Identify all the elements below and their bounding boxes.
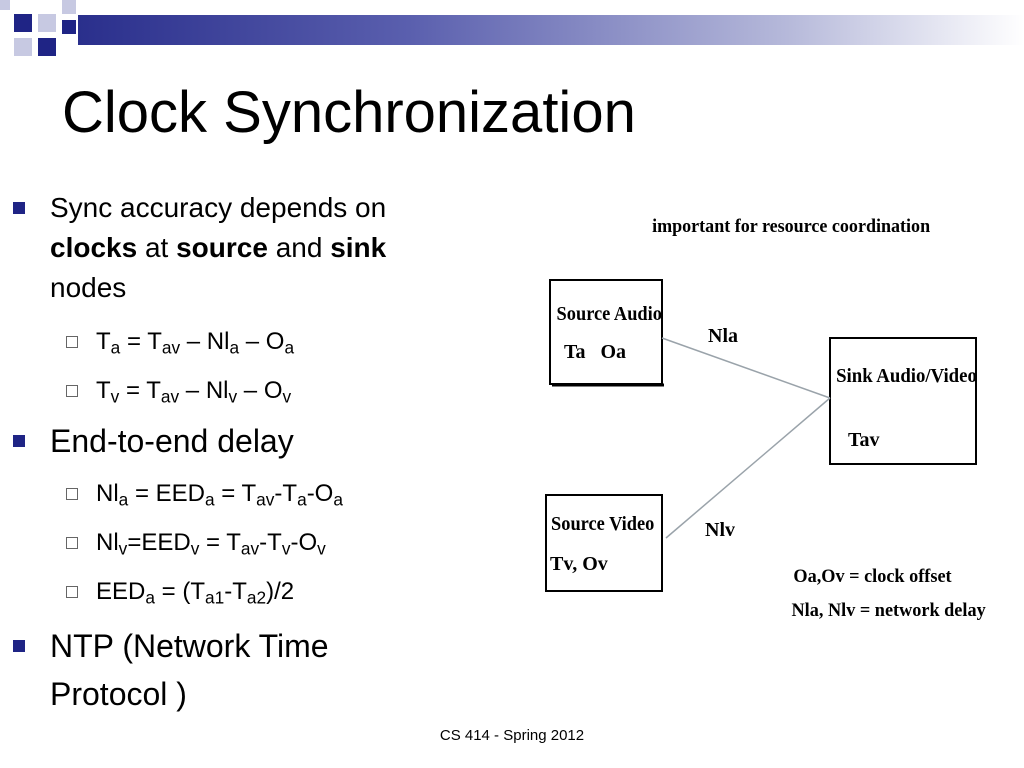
sub-bullet-nla-formula: Nla = EEDa = Tav-Ta-Oa: [66, 478, 343, 515]
f-sub: a: [284, 337, 295, 358]
f-nl: Nl: [96, 529, 119, 556]
bullet-end-to-end: End-to-end delay: [13, 417, 470, 465]
f-sub: a: [229, 337, 240, 358]
sub-bullet-nlv-formula: Nlv=EEDv = Tav-Tv-Ov: [66, 527, 326, 564]
text-and: and: [267, 232, 331, 263]
video-link-line: [665, 397, 831, 539]
f-eq: = T: [199, 529, 241, 556]
hollow-square-icon: [66, 385, 78, 397]
nlv-label: Nlv: [705, 519, 735, 541]
f-eq: = (T: [154, 578, 205, 605]
source-video-label: Source Video: [551, 513, 654, 535]
sub-bullet-eed-formula: EEDa = (Ta1-Ta2)/2: [66, 576, 295, 613]
bullet-square-icon: [13, 640, 25, 652]
sink-box: [829, 337, 977, 465]
f-sub: av: [160, 386, 180, 407]
bullet-text: NTP (Network Time: [50, 628, 329, 664]
f-nl: Nl: [96, 480, 119, 507]
f-sub: a: [145, 587, 155, 608]
f-sub: av: [256, 489, 275, 510]
f-t: -T: [259, 529, 282, 556]
sink-tav: Tav: [848, 429, 880, 451]
header-square-4: [14, 38, 32, 56]
f-t: -T: [224, 578, 247, 605]
f-sub: a2: [246, 587, 267, 608]
f-t: T: [96, 377, 111, 404]
f-sub: v: [317, 538, 326, 559]
bullet-ntp: NTP (Network Time Protocol ): [13, 622, 470, 718]
f-o: – O: [237, 377, 283, 404]
f-t: -T: [274, 480, 298, 507]
f-sub: v: [190, 538, 200, 559]
header-square-1: [14, 14, 32, 32]
f-sub: a: [110, 337, 121, 358]
f-nl: – Nl: [179, 377, 229, 404]
f-sub: v: [110, 386, 120, 407]
f-o: -O: [290, 529, 318, 556]
bullet-text-nodes: nodes: [50, 272, 127, 303]
f-sub: v: [118, 538, 128, 559]
f-eq: = T: [119, 377, 161, 404]
f-sub: a: [204, 489, 215, 510]
clock-sync-diagram: important for resource coordination Sour…: [545, 216, 987, 621]
bullet-text: End-to-end delay: [50, 423, 294, 459]
text-at: at: [137, 232, 177, 263]
bold-sink: sink: [330, 232, 387, 263]
nla-label: Nla: [708, 325, 738, 347]
f-sub: a: [333, 489, 343, 510]
f-o: -O: [306, 480, 334, 507]
bold-source: source: [176, 232, 268, 263]
f-sub: v: [228, 386, 238, 407]
f-sub: av: [161, 337, 181, 358]
legend-delay: Nla, Nlv = network delay: [792, 600, 987, 621]
f-o: – O: [239, 328, 285, 355]
source-video-params: Tv, Ov: [550, 553, 608, 575]
source-audio-params: Ta Oa: [564, 341, 626, 363]
f-sub: a: [118, 489, 129, 510]
bullet-sync-accuracy: Sync accuracy depends on clocks at sourc…: [13, 188, 470, 308]
header-square-6: [62, 20, 76, 34]
bullet-square-icon: [13, 435, 25, 447]
bullet-square-icon: [13, 202, 25, 214]
f-eq: = T: [120, 328, 162, 355]
f-sub: v: [281, 538, 291, 559]
header-square-7: [0, 0, 10, 10]
audio-link-line: [661, 337, 831, 399]
f-eq: = EED: [128, 480, 205, 507]
hollow-square-icon: [66, 488, 78, 500]
slide-title: Clock Synchronization: [62, 80, 636, 145]
f-sub: v: [282, 386, 292, 407]
header-gradient-bar: [78, 15, 1024, 45]
header-square-5: [38, 38, 56, 56]
source-audio-label: Source Audio: [557, 303, 662, 325]
f-sub: a: [297, 489, 307, 510]
f-sub: a1: [204, 587, 225, 608]
header-square-3: [62, 0, 76, 14]
bullet-text: Protocol ): [50, 676, 187, 712]
footer-course: CS 414 - Spring 2012: [439, 727, 585, 744]
f-t: T: [96, 328, 111, 355]
header-square-2: [38, 14, 56, 32]
source-audio-box: [549, 279, 663, 385]
diagram-caption: important for resource coordination: [652, 216, 931, 238]
hollow-square-icon: [66, 537, 78, 549]
f-sub: av: [240, 538, 260, 559]
bold-clocks: clocks: [50, 232, 138, 263]
sink-label: Sink Audio/Video: [836, 366, 977, 388]
f-eed: EED: [96, 578, 146, 605]
f-eq: = T: [214, 480, 257, 507]
sub-bullet-tv-formula: Tv = Tav – Nlv – Ov: [66, 375, 292, 412]
bullet-text: Sync accuracy depends on: [50, 192, 387, 223]
source-video-box: [545, 494, 663, 592]
f-nl: – Nl: [180, 328, 230, 355]
f-eq: =EED: [127, 529, 191, 556]
hollow-square-icon: [66, 586, 78, 598]
hollow-square-icon: [66, 336, 78, 348]
f-end: )/2: [266, 578, 295, 605]
sub-bullet-ta-formula: Ta = Tav – Nla – Oa: [66, 326, 295, 363]
legend-offset: Oa,Ov = clock offset: [793, 566, 952, 587]
